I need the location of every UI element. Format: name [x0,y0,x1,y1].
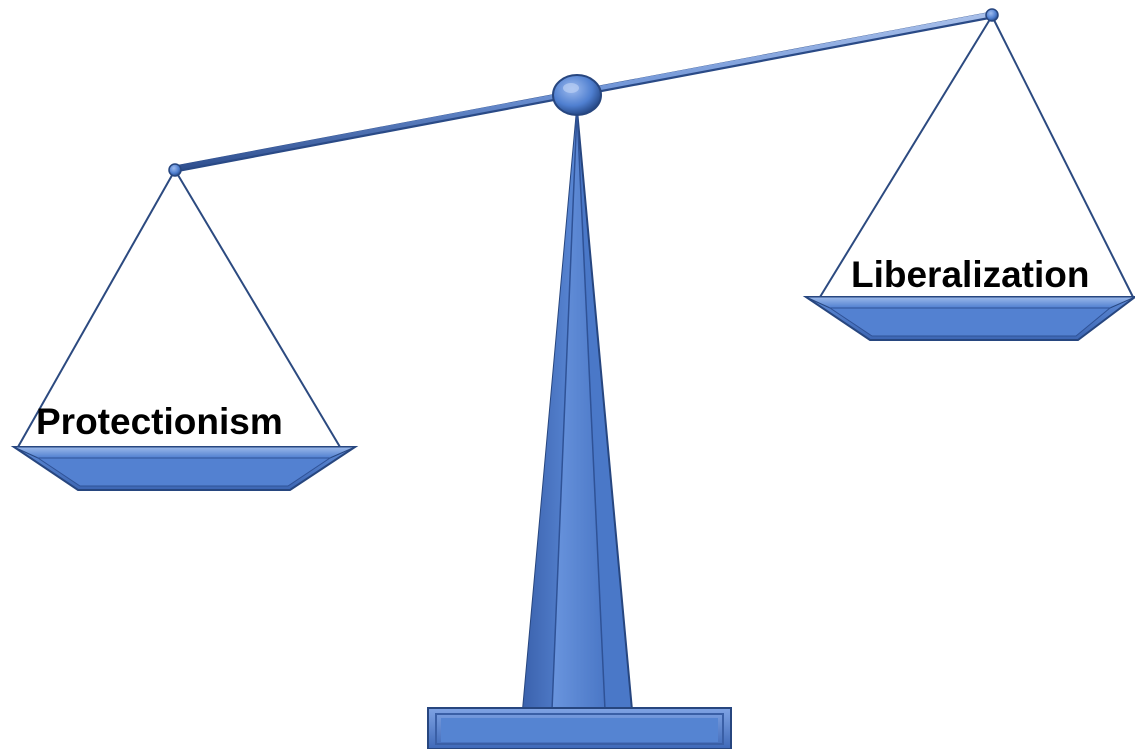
pivot-knob [552,74,602,116]
right-pan-label: Liberalization [851,254,1090,295]
left-pan-label: Protectionism [36,401,283,442]
right-beam-end-knob [985,8,999,22]
right-pan [802,296,1135,341]
left-beam-end-knob [168,163,182,177]
scale-pillar [521,109,634,711]
scale-base [427,707,732,749]
left-pan-strings [17,169,341,448]
left-pan [10,446,359,491]
right-pan-strings [819,15,1134,298]
